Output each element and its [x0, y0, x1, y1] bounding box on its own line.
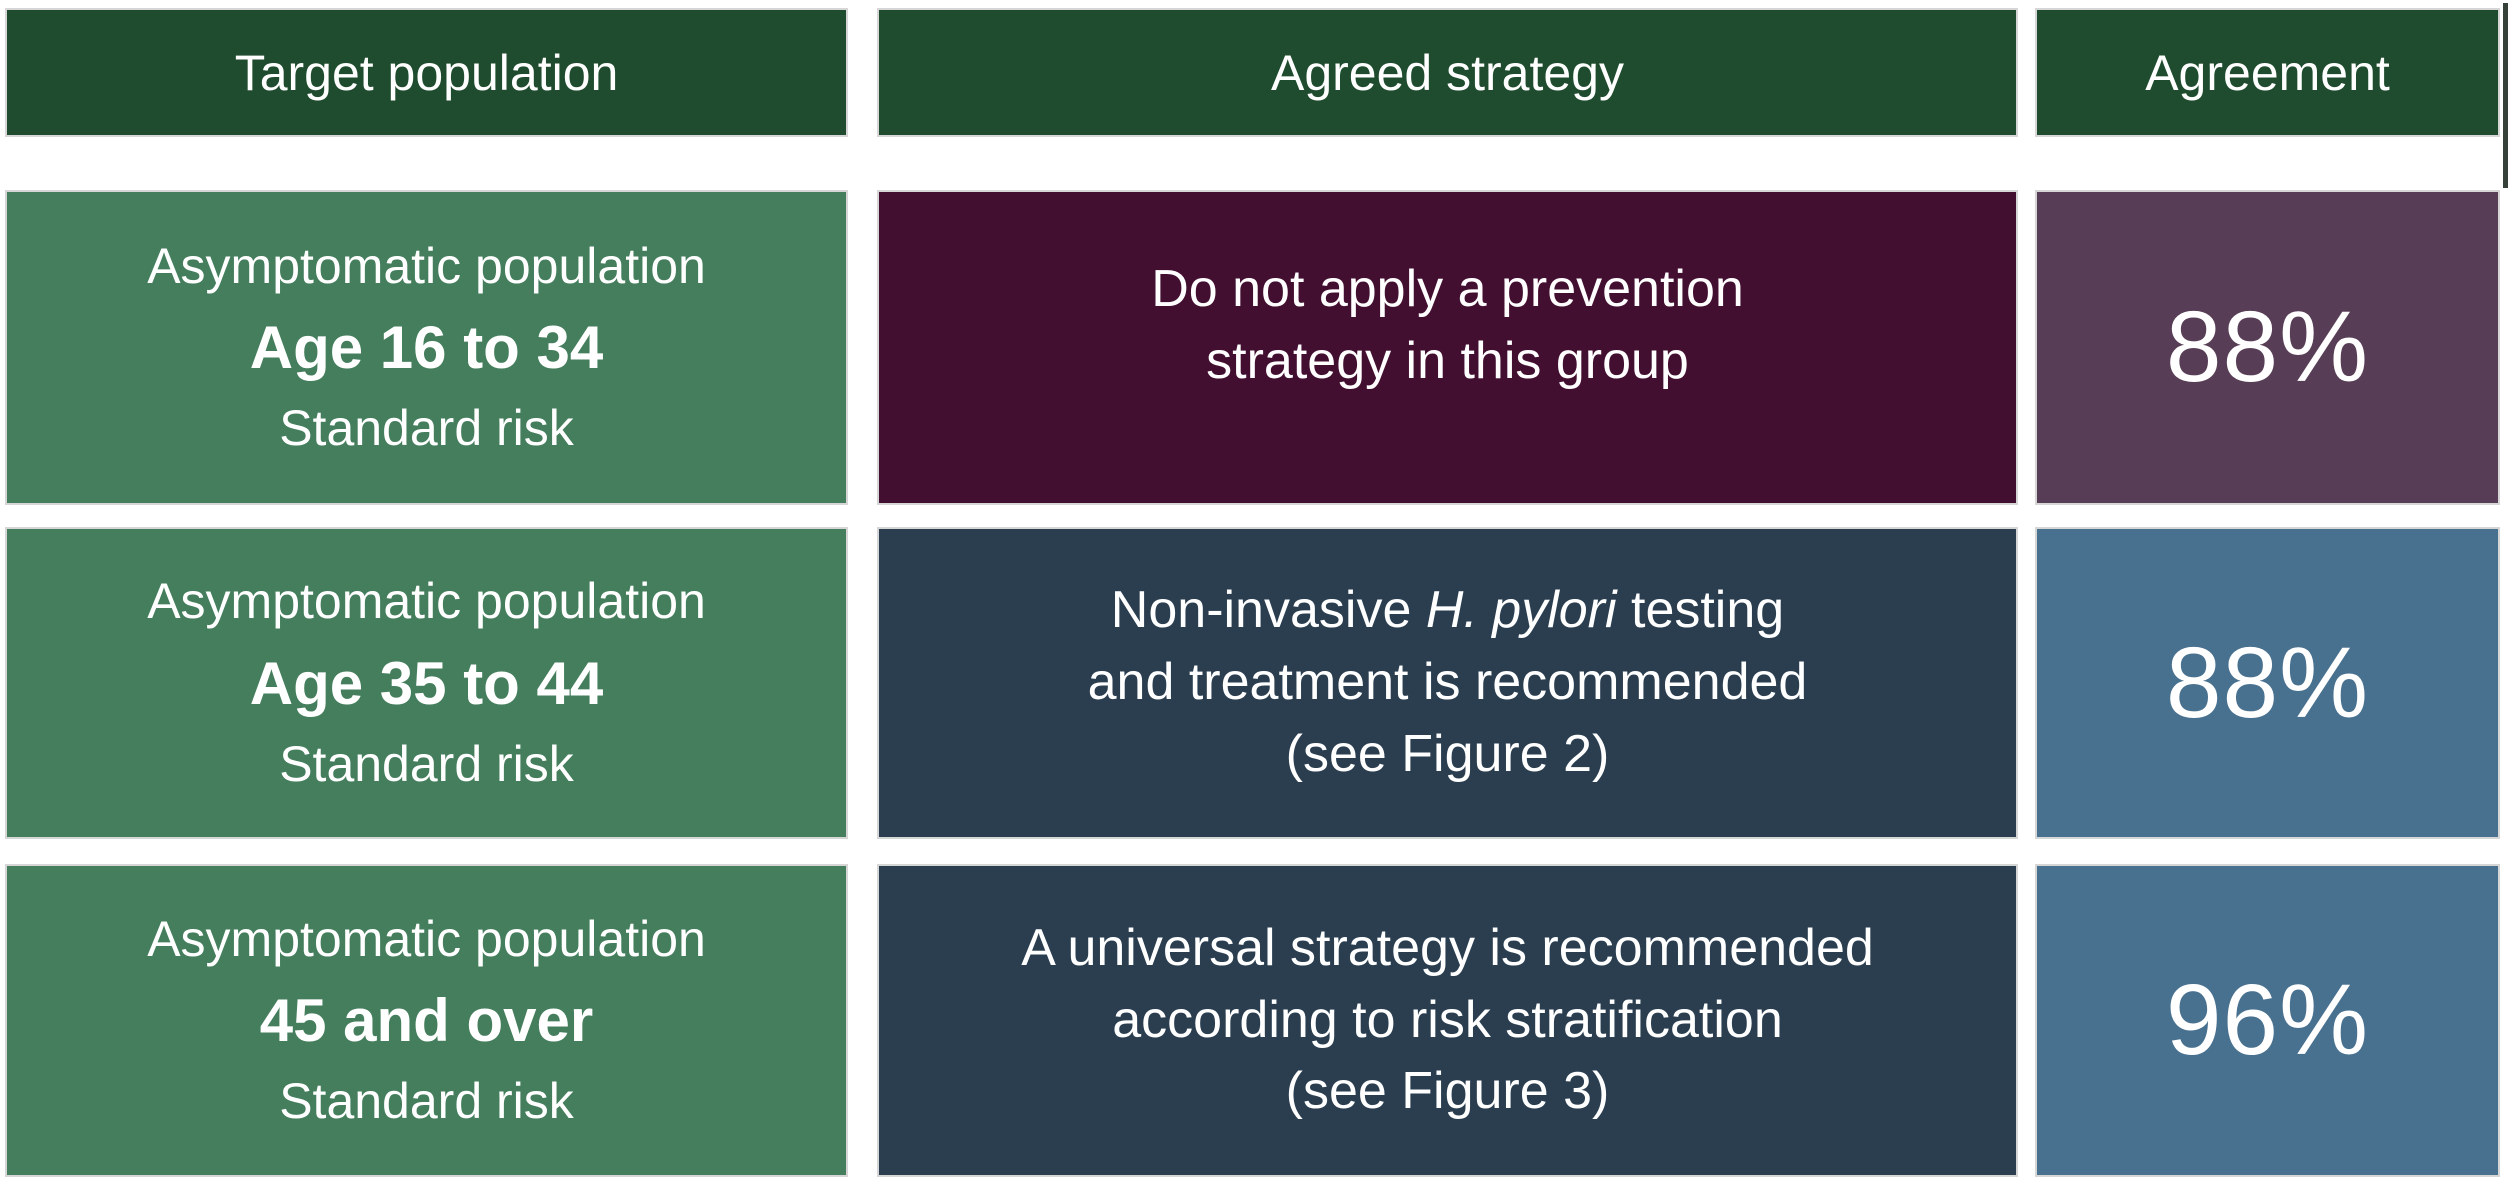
population-group-label: Asymptomatic population: [147, 910, 706, 967]
agreement-value: 88%: [2165, 626, 2370, 739]
strategy-line: according to risk stratification: [1112, 990, 1783, 1049]
strategy-line: A universal strategy is recommended: [1021, 918, 1874, 977]
header-label: Agreement: [2145, 44, 2390, 101]
header-cell-agreed-strategy: Agreed strategy: [877, 8, 2018, 137]
cropped-box-edge-artifact: [2503, 3, 2508, 188]
agreement-value: 96%: [2165, 964, 2370, 1076]
strategy-line-italic-segment: H. pylori: [1425, 581, 1617, 640]
strategy-cell-universal-strategy: A universal strategy is recommended acco…: [877, 864, 2018, 1177]
population-risk-label: Standard risk: [279, 400, 574, 456]
header-cell-agreement: Agreement: [2035, 8, 2500, 137]
population-risk-label: Standard risk: [279, 1073, 574, 1129]
population-group-label: Asymptomatic population: [147, 237, 706, 294]
strategy-line: (see Figure 3): [1285, 1062, 1610, 1121]
strategy-line: and treatment is recommended: [1087, 653, 1808, 712]
consensus-table: Target population Agreed strategy Agreem…: [5, 8, 2500, 1177]
population-age-label: Age 16 to 34: [249, 314, 604, 381]
header-cell-target-population: Target population: [5, 8, 848, 137]
strategy-line-segment: Non-invasive: [1110, 581, 1426, 640]
population-cell-35-44: Asymptomatic population Age 35 to 44 Sta…: [5, 527, 848, 839]
population-group-label: Asymptomatic population: [147, 573, 706, 629]
population-age-label: Age 35 to 44: [249, 649, 604, 717]
strategy-line: Do not apply a prevention: [1151, 259, 1744, 318]
strategy-cell-no-prevention: Do not apply a prevention strategy in th…: [877, 190, 2018, 505]
strategy-line-segment: testing: [1616, 581, 1785, 640]
agreement-cell-row1: 88%: [2035, 190, 2500, 505]
agreement-cell-row2: 88%: [2035, 527, 2500, 839]
strategy-cell-hpylori-testing: Non-invasive H. pylori testing and treat…: [877, 527, 2018, 839]
agreement-cell-row3: 96%: [2035, 864, 2500, 1177]
population-age-label: 45 and over: [259, 987, 594, 1054]
strategy-line: strategy in this group: [1206, 331, 1689, 390]
header-label: Agreed strategy: [1271, 44, 1624, 101]
strategy-line: (see Figure 2): [1285, 724, 1610, 783]
strategy-line: Non-invasive H. pylori testing: [1111, 575, 1784, 647]
population-cell-16-34: Asymptomatic population Age 16 to 34 Sta…: [5, 190, 848, 505]
population-risk-label: Standard risk: [279, 735, 574, 792]
agreement-value: 88%: [2165, 291, 2370, 403]
header-label: Target population: [234, 44, 619, 101]
population-cell-45-over: Asymptomatic population 45 and over Stan…: [5, 864, 848, 1177]
